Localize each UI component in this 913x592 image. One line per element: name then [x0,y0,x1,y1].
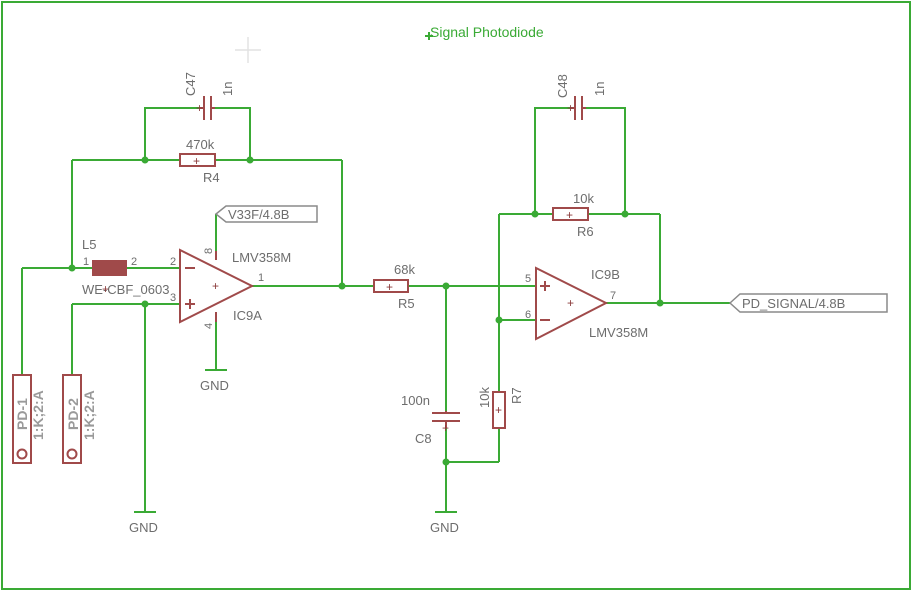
wires [21,107,738,512]
photodiode-pd2-connector: PD-2 1:K;2:A [62,374,97,464]
photodiode-pd1-connector: PD-1 1:K;2:A [12,374,46,464]
svg-text:+: + [196,101,203,115]
svg-text:+: + [212,279,219,293]
port-pd-signal: PD_SIGNAL/4.8B [728,293,888,313]
r4-value: 470k [186,137,215,152]
pd1-name: PD-1 [14,398,30,430]
opamp-ic9b: + 5 6 7 IC9B LMV358M [525,266,648,341]
svg-text:+: + [102,282,109,296]
ic9a-pin-pos: 3 [170,292,176,304]
inductor-l5: L5 1 2 WE-CBF_0603 + [82,237,169,297]
r5-name: R5 [398,296,415,311]
svg-text:+: + [566,208,573,222]
resistor-r4: + 470k R4 [179,137,220,185]
ic9a-name: IC9A [233,308,262,323]
capacitor-c48: + C48 1n [555,74,607,120]
r7-name: R7 [509,387,524,404]
opamp-ic9a: + 2 3 1 8 4 LMV358M IC9A [170,248,291,329]
resistor-r5: + 68k R5 [373,262,415,311]
c8-name: C8 [415,431,432,446]
l5-pin2: 2 [131,256,137,268]
svg-text:+: + [193,154,200,168]
r4-name: R4 [203,170,220,185]
gnd-symbol-pd: GND [129,511,158,535]
gnd-symbol-ic9a: GND [200,369,229,393]
r7-value: 10k [477,387,492,408]
svg-text:+: + [567,296,574,310]
pd1-pins: 1:K;2:A [30,390,46,440]
r5-value: 68k [394,262,415,277]
pd2-pins: 1:K;2:A [81,390,97,440]
c48-value: 1n [592,82,607,96]
schematic-title: Signal Photodiode [430,24,544,40]
gnd-label-3: GND [430,520,459,535]
gnd-label-2: GND [129,520,158,535]
resistor-r6: + 10k R6 [552,191,594,239]
c47-name: C47 [183,72,198,96]
title-origin-marker [425,32,433,40]
l5-value: WE-CBF_0603 [82,282,169,297]
resistor-r7: + 10k R7 [477,387,524,429]
gnd-symbol-c8: GND [430,511,459,535]
ic9b-part: LMV358M [589,325,648,340]
svg-text:+: + [495,403,502,417]
capacitor-c47: + C47 1n [183,72,235,120]
c47-value: 1n [220,82,235,96]
svg-text:+: + [442,421,449,435]
ic9a-pin-out: 1 [258,272,264,284]
l5-name: L5 [82,237,96,252]
capacitor-c8: + 100n C8 [401,393,460,446]
ic9b-pin-out: 7 [610,290,616,302]
ic9a-pin-neg: 2 [170,256,176,268]
ic9b-pin-pos: 5 [525,273,531,285]
junctions [68,156,664,466]
r6-name: R6 [577,224,594,239]
c48-name: C48 [555,74,570,98]
v33f-label: V33F/4.8B [228,207,289,222]
ic9a-pin-gnd: 4 [203,323,215,329]
ic9a-part: LMV358M [232,250,291,265]
ic9a-pin-vcc: 8 [203,248,215,254]
svg-text:+: + [386,280,393,294]
r6-value: 10k [573,191,594,206]
pd-signal-label: PD_SIGNAL/4.8B [742,296,845,311]
ic9b-name: IC9B [591,267,620,282]
ic9b-pin-neg: 6 [525,309,531,321]
origin-crosshair [235,37,261,63]
gnd-label-1: GND [200,378,229,393]
port-v33f: V33F/4.8B [214,205,318,223]
svg-text:+: + [567,101,574,115]
l5-pin1: 1 [83,256,89,268]
c8-value: 100n [401,393,430,408]
pd2-name: PD-2 [65,398,81,430]
